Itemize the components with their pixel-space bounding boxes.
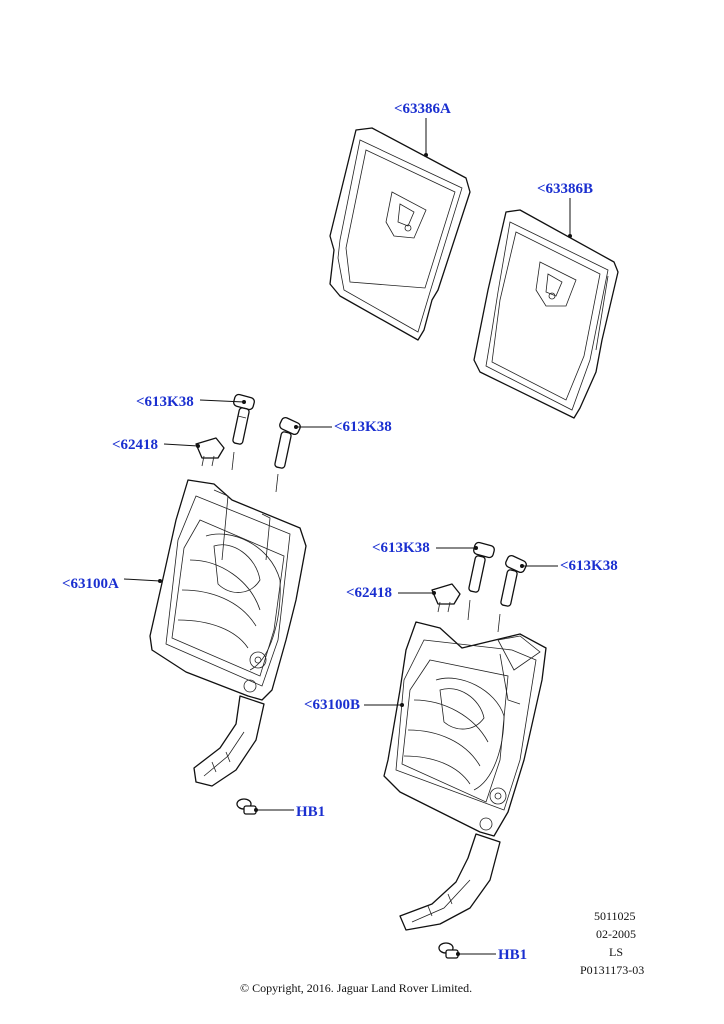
diagram-part-ref: P0131173-03: [580, 963, 645, 977]
callout-hb1-right[interactable]: HB1: [498, 947, 528, 963]
cap-left: [195, 437, 225, 467]
diagram-code: 5011025: [594, 909, 636, 923]
callout-63100a[interactable]: <63100A: [62, 576, 119, 592]
headrest-guide-right-2: [500, 555, 527, 607]
diagram-initials: LS: [609, 945, 624, 959]
headrest-guide-right-1: [468, 541, 495, 593]
callout-613k38-right-2[interactable]: <613K38: [560, 558, 618, 574]
callout-62418-right[interactable]: <62418: [346, 585, 393, 601]
bolt-left: [236, 798, 257, 815]
callout-63100b[interactable]: <63100B: [304, 697, 361, 713]
callout-hb1-left[interactable]: HB1: [296, 804, 326, 820]
back-panel-a: [329, 127, 471, 341]
seat-back-frame-a: [149, 479, 307, 787]
callout-613k38-left-1[interactable]: <613K38: [136, 394, 194, 410]
back-panel-b: [473, 209, 619, 419]
headrest-guide-left-2: [274, 417, 301, 469]
callout-613k38-right-1[interactable]: <613K38: [372, 540, 430, 556]
callout-613k38-left-2[interactable]: <613K38: [334, 419, 392, 435]
cap-right: [431, 583, 461, 613]
diagram-date: 02-2005: [596, 927, 636, 941]
callout-62418-left[interactable]: <62418: [112, 437, 159, 453]
copyright-notice: © Copyright, 2016. Jaguar Land Rover Lim…: [240, 981, 473, 995]
callout-63386b[interactable]: <63386B: [537, 181, 594, 197]
bolt-right: [438, 942, 459, 959]
callout-63386a[interactable]: <63386A: [394, 101, 451, 117]
seat-back-frame-b: [383, 621, 547, 931]
